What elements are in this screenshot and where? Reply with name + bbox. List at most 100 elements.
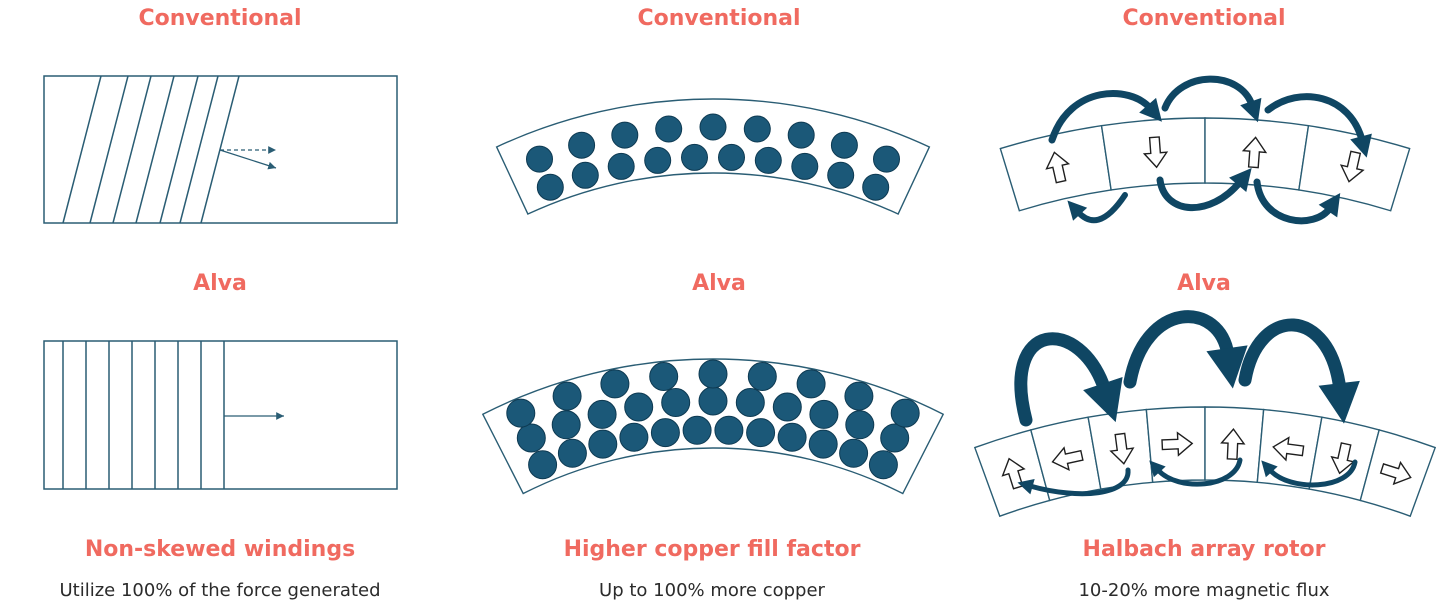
flux-arc-conventional: [1161, 75, 1256, 112]
magnet-arrow-icon: [1379, 460, 1412, 486]
flux-arrowhead-icon: [1350, 133, 1372, 158]
copper-conductor: [526, 145, 553, 173]
magnet-arrow-icon: [1272, 436, 1305, 462]
alva-label-windings: Alva: [193, 271, 247, 296]
flux-arc-conventional: [1264, 93, 1366, 144]
flux-arc-conventional: [1075, 192, 1128, 224]
flux-arc-alva: [1027, 467, 1131, 497]
feature-title-windings: Non-skewed windings: [84, 537, 356, 562]
magnet-arrow-icon: [1045, 151, 1071, 184]
winding-frame-alva: [43, 340, 398, 490]
magnet-arrow-icon: [1241, 136, 1268, 169]
magnet-arrow-icon: [1161, 431, 1194, 457]
copper-conductor: [714, 415, 744, 445]
conventional-label-copper: Conventional: [637, 6, 801, 31]
copper-conductor: [661, 388, 691, 417]
copper-conductor: [528, 450, 558, 480]
halbach-conventional-segment: [1204, 117, 1310, 191]
halbach-alva-segment: [1145, 406, 1206, 484]
magnet-arrow-icon: [1220, 427, 1246, 461]
copper-conductor: [830, 131, 858, 159]
feature-title-copper: Higher copper fill factor: [563, 537, 861, 562]
copper-arc-alva: [481, 358, 945, 495]
copper-conductor: [808, 429, 838, 459]
flux-arc-conventional: [1156, 176, 1244, 212]
copper-conductor: [868, 450, 898, 480]
magnet-arrow-icon: [1051, 446, 1084, 472]
copper-conductor: [506, 398, 536, 428]
straight-winding-lines: [62, 341, 225, 489]
copper-conductor: [682, 415, 712, 445]
flux-arrowhead-icon: [1261, 460, 1278, 478]
halbach-alva-segment: [1256, 408, 1323, 490]
copper-conductor: [699, 113, 727, 141]
alva-label-halbach: Alva: [1177, 271, 1231, 296]
feature-caption-windings: Utilize 100% of the force generated: [59, 580, 381, 601]
winding-frame-conventional: [43, 75, 398, 224]
copper-conductor: [827, 161, 855, 189]
copper-conductor: [880, 423, 910, 453]
copper-conductor: [718, 143, 745, 171]
copper-conductor: [649, 362, 679, 391]
flux-arc-alva: [1238, 318, 1347, 397]
copper-conductor: [611, 121, 639, 149]
copper-conductor: [777, 422, 807, 452]
copper-conductor: [743, 115, 771, 143]
copper-conductor: [588, 429, 618, 459]
feature-caption-halbach: 10-20% more magnetic flux: [1078, 580, 1330, 601]
copper-arc-conventional: [495, 98, 931, 215]
copper-conductor: [890, 398, 920, 428]
flux-arrowhead-icon: [1206, 345, 1248, 389]
magnet-arrow-icon: [1109, 432, 1135, 465]
halbach-alva-segment: [973, 429, 1051, 518]
copper-conductor: [796, 369, 826, 399]
flux-arc-alva: [1267, 459, 1358, 488]
skewed-winding-lines: [62, 75, 240, 224]
copper-conductor: [791, 152, 819, 180]
copper-conductor: [746, 418, 776, 448]
copper-conductor: [650, 418, 680, 448]
copper-conductor: [551, 410, 581, 440]
copper-conductor: [552, 381, 582, 411]
halbach-alva-segment: [1029, 416, 1102, 502]
copper-conductor: [754, 146, 782, 174]
halbach-alva-segment: [1087, 408, 1154, 490]
copper-conductor: [747, 362, 777, 391]
magnet-arrow-icon: [1330, 442, 1356, 475]
copper-conductor: [644, 146, 672, 174]
magnet-arrow-icon: [1339, 150, 1365, 183]
copper-conductor: [619, 422, 649, 452]
halbach-alva-segment: [1204, 406, 1265, 484]
copper-conductor: [571, 161, 599, 189]
flux-arrowhead-icon: [1318, 380, 1360, 424]
conventional-label-windings: Conventional: [138, 6, 302, 31]
copper-conductor: [862, 173, 890, 201]
flux-arc-conventional: [1253, 178, 1334, 225]
copper-conductor: [698, 359, 728, 389]
copper-conductor: [536, 173, 564, 201]
halbach-conventional-segment: [999, 124, 1112, 212]
copper-conductor: [845, 410, 875, 440]
flux-arc-alva: [1123, 310, 1235, 389]
feature-title-halbach: Halbach array rotor: [1082, 537, 1326, 562]
copper-conductor: [772, 392, 802, 422]
flux-arc-alva: [1014, 332, 1112, 427]
copper-conductor: [607, 152, 635, 180]
copper-conductor: [624, 392, 654, 422]
copper-conductor: [557, 438, 587, 468]
copper-conductor: [735, 388, 765, 417]
copper-conductor: [587, 399, 617, 429]
halbach-alva-segment: [1308, 416, 1381, 502]
magnet-arrow-icon: [1142, 136, 1169, 169]
conventional-label-halbach: Conventional: [1122, 6, 1286, 31]
flux-arrowhead-icon: [1083, 377, 1123, 423]
copper-conductor: [839, 438, 869, 468]
copper-conductor: [681, 143, 708, 171]
flux-arrowhead-icon: [1067, 200, 1088, 221]
flux-arrowhead-icon: [1149, 460, 1166, 478]
flux-arrowhead-icon: [1017, 478, 1035, 495]
flux-arrowhead-icon: [1229, 168, 1252, 192]
